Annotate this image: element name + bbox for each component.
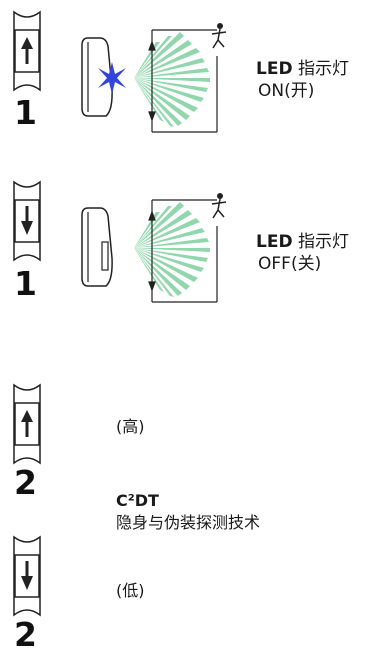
section-led-off: 1 xyxy=(0,175,367,325)
detection-beams xyxy=(134,32,210,127)
led-state-off: OFF(关) xyxy=(258,254,322,274)
mode-high-label: (高) xyxy=(116,417,145,436)
switch-number: 1 xyxy=(14,264,37,303)
mode-low-number: 2 xyxy=(14,615,37,654)
switch-number: 1 xyxy=(14,93,37,132)
mode-high-number: 2 xyxy=(14,463,37,502)
section-c2dt-modes: 2 (高) C²DT 隐身与伪装探测技术 2 (低) xyxy=(0,370,367,654)
led-state-on: ON(开) xyxy=(258,81,315,101)
led-label-text: 指示灯 xyxy=(292,232,349,252)
c2dt-title: C²DT xyxy=(116,491,159,510)
led-indicator-label: LED 指示灯 xyxy=(256,58,349,80)
c2dt-subtitle: 隐身与伪装探测技术 xyxy=(116,513,261,532)
detection-beams xyxy=(134,202,210,297)
detector-led-off-illustration xyxy=(81,193,227,303)
led-label-bold: LED xyxy=(256,59,293,79)
led-label-bold: LED xyxy=(256,232,293,252)
switch-up-icon xyxy=(13,383,41,465)
section-led-on: 1 xyxy=(0,0,367,150)
led-label-text: 指示灯 xyxy=(292,59,349,79)
detector-led-on-illustration xyxy=(81,23,227,133)
led-indicator-label: LED 指示灯 xyxy=(256,231,349,253)
switch-down-icon xyxy=(13,180,41,262)
person-icon xyxy=(211,193,227,219)
led-on-glow xyxy=(98,62,126,94)
switch-up-icon xyxy=(13,10,41,92)
mode-low-label: (低) xyxy=(116,581,145,600)
switch-down-icon xyxy=(13,535,41,617)
person-icon xyxy=(211,23,227,49)
